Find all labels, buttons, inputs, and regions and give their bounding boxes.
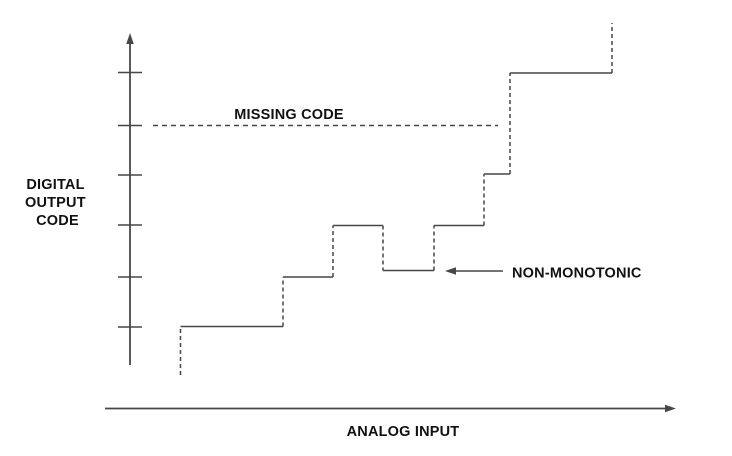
y-axis-label: DIGITAL OUTPUT CODE: [25, 177, 90, 229]
non-monotonic-label: NON-MONOTONIC: [512, 266, 642, 282]
x-axis-label: ANALOG INPUT: [347, 424, 460, 440]
missing-code-label: MISSING CODE: [234, 107, 344, 123]
y-axis-label-line2: OUTPUT: [25, 195, 86, 211]
non-monotonic-arrowhead: [445, 267, 456, 275]
y-axis-label-line1: DIGITAL: [26, 177, 84, 193]
y-axis-label-line3: CODE: [36, 213, 79, 229]
y-axis-arrowhead: [126, 33, 134, 44]
x-axis-arrowhead: [665, 404, 676, 413]
geometry-layer: [105, 23, 676, 413]
